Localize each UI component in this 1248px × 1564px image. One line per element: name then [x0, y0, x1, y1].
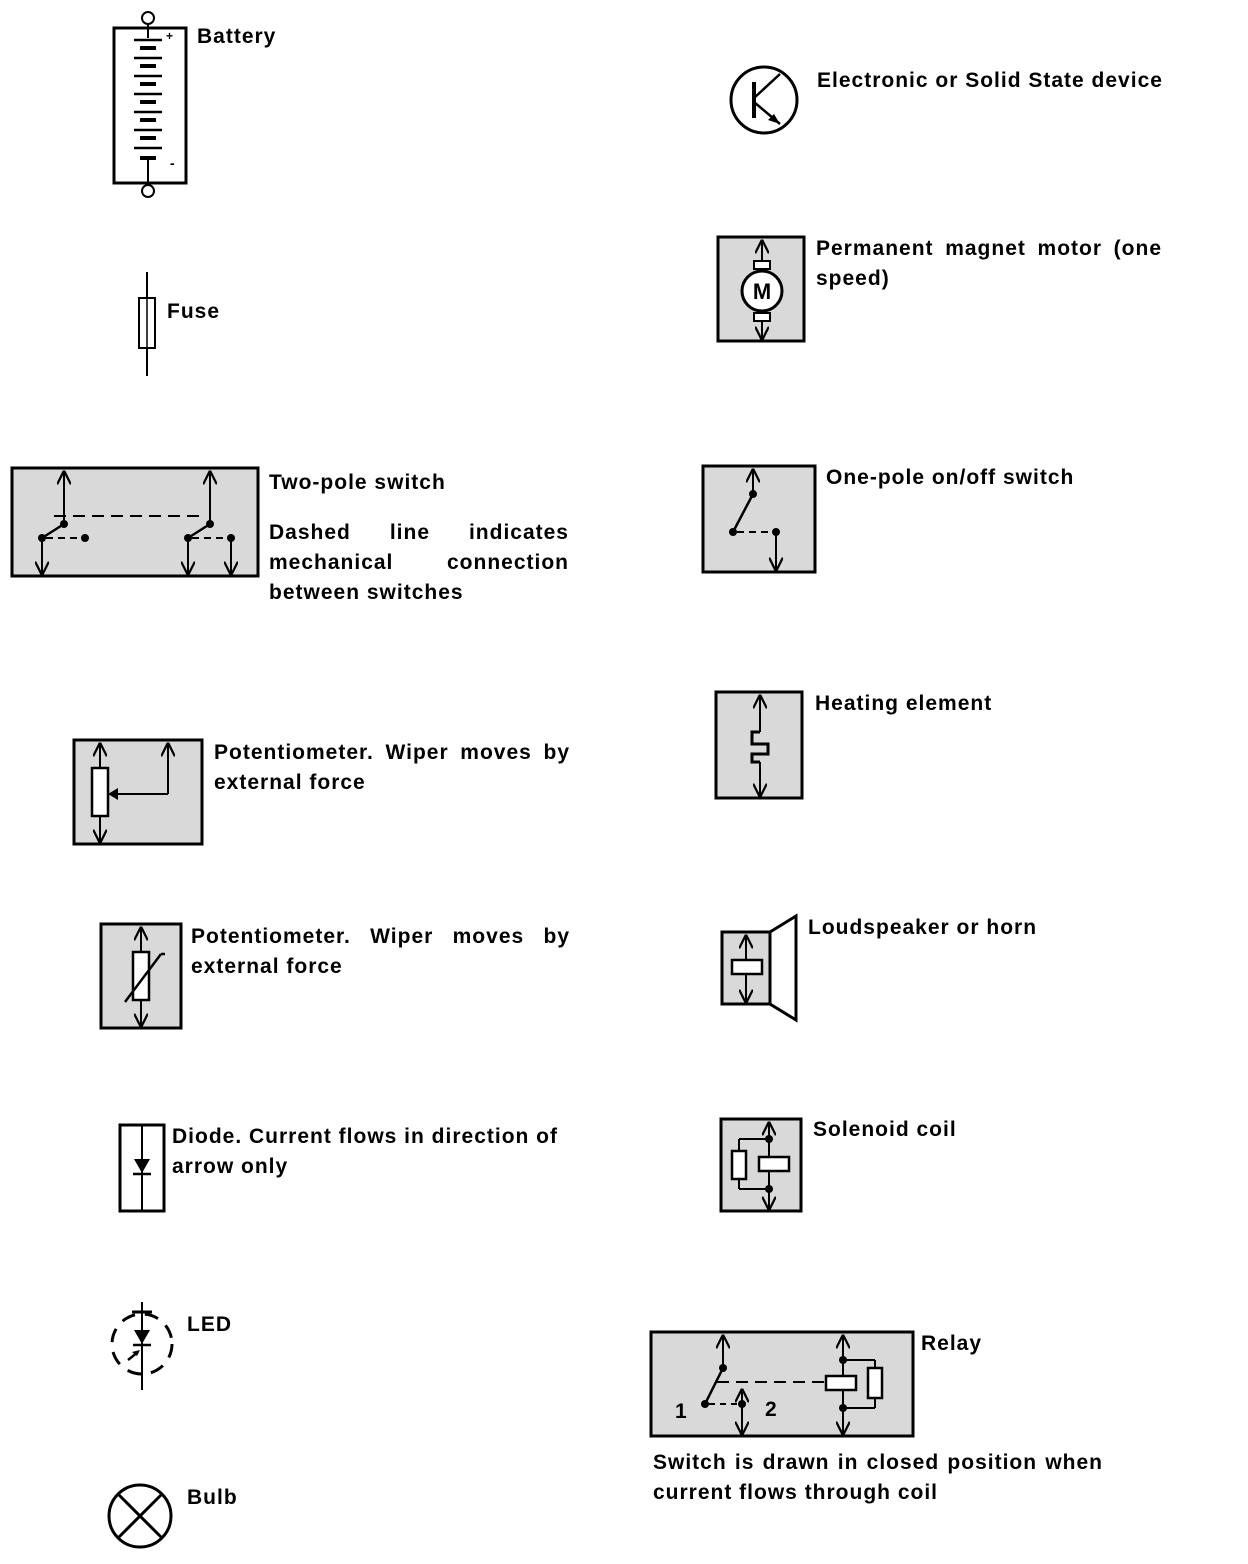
potentiometer-icon — [72, 738, 204, 846]
two-pole-switch-label: Two-pole switch — [269, 471, 446, 494]
fuse-label: Fuse — [167, 300, 221, 323]
potentiometer-b-label: Potentiometer. Wiper moves by external f… — [191, 925, 570, 978]
relay-terminal-1: 1 — [675, 1400, 687, 1423]
variable-potentiometer-icon — [99, 922, 183, 1030]
loudspeaker-label: Loudspeaker or horn — [808, 916, 1038, 939]
heating-element-icon — [714, 690, 804, 800]
loudspeaker-icon — [720, 913, 798, 1023]
potentiometer-a-label: Potentiometer. Wiper moves by external f… — [214, 741, 570, 794]
battery-label: Battery — [197, 25, 277, 48]
relay-icon: 1 2 — [649, 1330, 915, 1438]
one-pole-switch-label: One-pole on/off switch — [826, 466, 1075, 489]
relay-label: Relay — [921, 1332, 983, 1355]
two-pole-switch-description: Dashed line indicates mechanical connect… — [269, 521, 569, 604]
heating-element-label: Heating element — [815, 692, 993, 715]
bulb-label: Bulb — [187, 1486, 238, 1509]
pm-motor-label: Permanent magnet motor (one speed) — [816, 237, 1162, 290]
motor-letter: M — [753, 279, 771, 304]
electronic-device-icon — [729, 65, 799, 135]
led-label: LED — [187, 1313, 232, 1336]
solenoid-coil-icon — [719, 1117, 803, 1213]
relay-terminal-2: 2 — [765, 1398, 777, 1421]
battery-plus-mark: + — [166, 29, 173, 43]
bulb-icon — [107, 1483, 173, 1549]
relay-description: Switch is drawn in closed position when … — [653, 1451, 1103, 1504]
fuse-icon — [138, 272, 156, 376]
two-pole-switch-icon — [10, 466, 260, 578]
diode-icon — [118, 1123, 166, 1213]
battery-icon: + - — [112, 11, 188, 198]
electronic-device-label: Electronic or Solid State device — [817, 69, 1163, 92]
battery-minus-mark: - — [170, 155, 175, 171]
led-icon — [110, 1302, 174, 1390]
diode-label: Diode. Current flows in direction of arr… — [172, 1125, 559, 1178]
pm-motor-icon: M — [716, 235, 806, 343]
one-pole-switch-icon — [701, 464, 817, 574]
solenoid-coil-label: Solenoid coil — [813, 1118, 957, 1141]
